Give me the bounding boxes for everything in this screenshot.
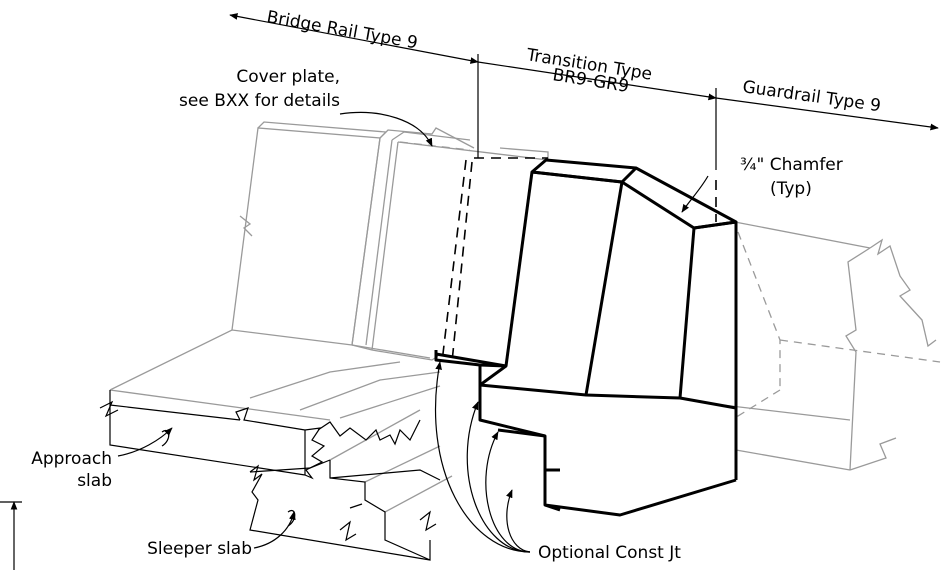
callout-approach-1: Approach	[31, 449, 112, 469]
callout-approach-2: slab	[77, 471, 112, 491]
dim-bridge-rail: Bridge Rail Type 9	[265, 7, 419, 53]
dimension-lines	[0, 13, 939, 570]
callout-chamfer-1: ¾" Chamfer	[740, 155, 843, 175]
transition-block	[434, 158, 738, 517]
sleeper-slab	[249, 419, 441, 561]
callout-const-jt: Optional Const Jt	[538, 543, 681, 563]
callout-cover-plate-2: see BXX for details	[179, 91, 340, 111]
callout-sleeper: Sleeper slab	[147, 539, 252, 559]
callout-chamfer-2: (Typ)	[770, 179, 812, 199]
cover-plate	[399, 141, 548, 363]
leaders	[117, 111, 709, 553]
approach-slab	[99, 390, 326, 480]
callout-cover-plate-1: Cover plate,	[236, 67, 340, 87]
bridge-rail-ghost	[109, 121, 549, 513]
